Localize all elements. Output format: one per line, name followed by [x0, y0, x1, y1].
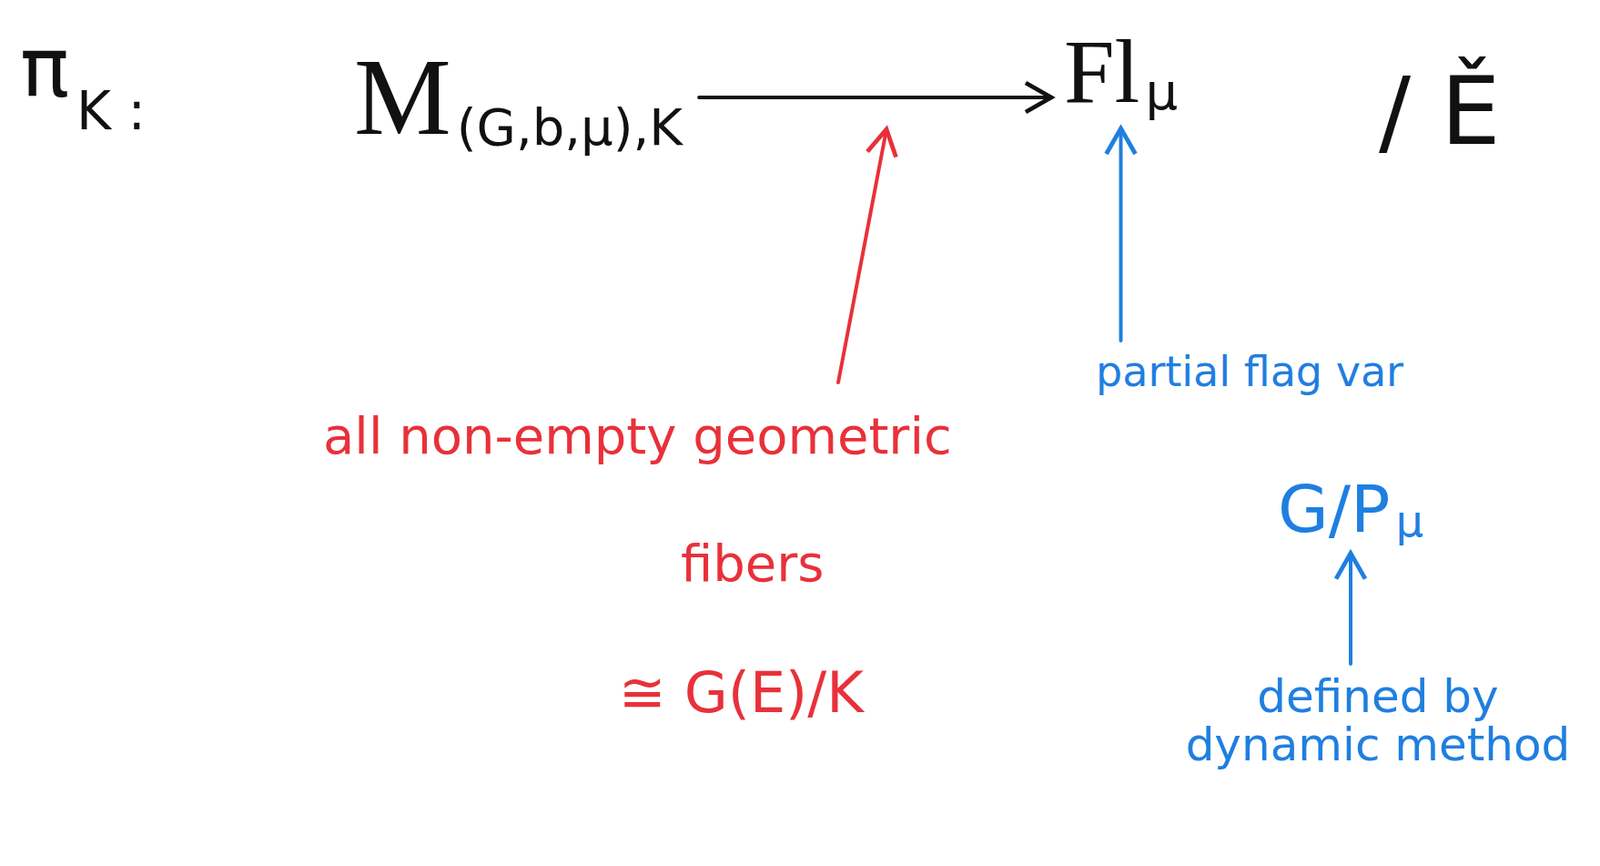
- flag-subscript: μ: [1144, 65, 1178, 120]
- annotation-text: all non-empty geometric: [323, 409, 952, 464]
- flag-symbol: Fl: [1063, 23, 1140, 120]
- arrow-connector: [1119, 128, 1124, 341]
- moduli-symbol: M: [354, 40, 452, 155]
- arrow-connector: [698, 95, 1052, 100]
- quotient-symbol: G/P: [1277, 475, 1390, 545]
- annotation-text: defined by dynamic method: [1164, 672, 1592, 769]
- text-node: G/Pμ: [1274, 471, 1428, 548]
- arrow-connector: [1348, 553, 1353, 664]
- base-field: / Ě: [1378, 61, 1501, 162]
- annotation-text: fibers: [680, 536, 824, 591]
- text-node: M(G,b,μ),K: [350, 36, 687, 159]
- text-node: defined by dynamic method: [1160, 668, 1596, 772]
- leader-arrow: [838, 129, 887, 383]
- text-node: partial flag var: [1092, 345, 1408, 397]
- text-node: Flμ: [1060, 20, 1182, 123]
- map-symbol: π: [20, 25, 70, 112]
- quotient-subscript: μ: [1395, 497, 1424, 544]
- annotation-text: ≅ G(E)/K: [618, 662, 864, 722]
- moduli-subscript: (G,b,μ),K: [456, 101, 683, 155]
- annotation-text: partial flag var: [1095, 349, 1404, 394]
- map-subscript: K :: [76, 83, 146, 140]
